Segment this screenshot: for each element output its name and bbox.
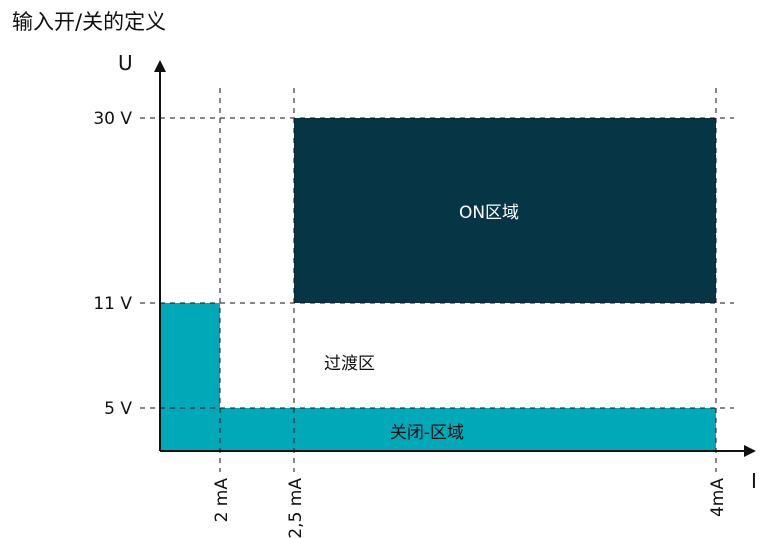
off-region-low xyxy=(220,408,716,451)
on-region-label: ON区域 xyxy=(459,203,519,223)
x-tick-4ma: 4mA xyxy=(708,478,728,517)
off-region-tall xyxy=(161,303,220,451)
transition-region-label: 过渡区 xyxy=(324,354,375,374)
x-tick-2ma: 2 mA xyxy=(212,478,232,523)
y-tick-5v: 5 V xyxy=(104,399,132,419)
off-region-label: 关闭-区域 xyxy=(390,423,464,443)
on-region xyxy=(294,118,716,303)
y-tick-11v: 11 V xyxy=(93,294,132,314)
y-axis-label: U xyxy=(118,51,133,75)
dashed-guides xyxy=(140,88,734,472)
x-tick-2-5ma: 2,5 mA xyxy=(286,478,306,538)
x-axis-label: I xyxy=(751,469,757,493)
page-title: 输入开/关的定义 xyxy=(12,10,167,34)
y-tick-30v: 30 V xyxy=(93,109,132,129)
